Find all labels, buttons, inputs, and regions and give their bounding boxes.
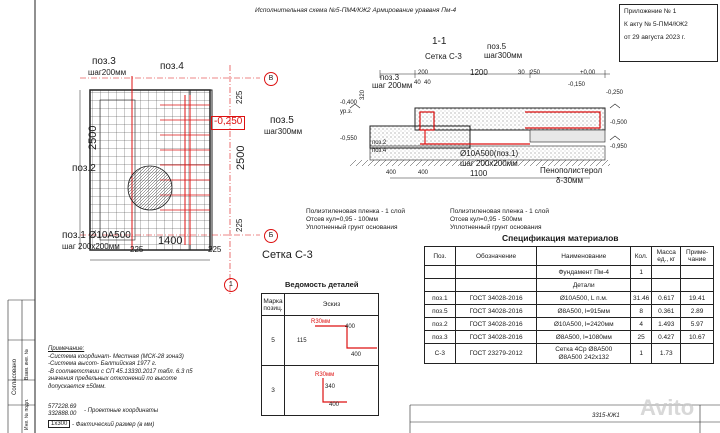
fact-size-box: 1х300 (48, 420, 71, 428)
plan-dim-225d: 225 (130, 245, 144, 254)
section-d400b: 400 (418, 170, 429, 176)
layers-left: Полиэтиленовая пленка - 1 слой Отсев кул… (306, 208, 405, 232)
appendix-stamp: Приложение № 1 К акту № 5-ПМ4/КЖ2 от 29 … (619, 4, 718, 62)
section-e500: -0,500 (610, 120, 628, 126)
section-ppst2: δ-30мм (556, 176, 584, 185)
spec-title: Спецификация материалов (502, 233, 619, 243)
section-poz3: поз.3 (380, 73, 400, 82)
plan-dim-225b: 225 (235, 218, 244, 232)
section-ppst: Пенополистерол (540, 166, 603, 175)
plan-setka: Сетка С-3 (262, 249, 313, 261)
notes-block: Примечание: -Система координат- Местная … (48, 346, 193, 390)
section-title: 1-1 (432, 36, 447, 47)
vedomost-table: Марка позиц. Эскиз 5 R30мм 400 115 400 3… (261, 293, 379, 416)
stamp-line1: Приложение № 1 (624, 8, 677, 15)
spec-h-name: Наименование (536, 246, 632, 266)
section-e000: +0,00 (580, 70, 596, 76)
spec-h-mass: Масса ед., кг (651, 246, 682, 266)
section-d320: 320 (360, 89, 366, 100)
bottom-code: 3315-КЖ1 (592, 413, 620, 419)
plan-elev: -0,250 (214, 116, 243, 127)
section-d200: 200 (418, 70, 429, 76)
plan-poz5: поз.5 (270, 115, 294, 126)
section-d10: Ø10А500(поз.1) (460, 149, 519, 158)
spec-h-pos: Поз. (424, 246, 456, 266)
section-poz4: поз.4 (372, 148, 387, 154)
plan-shag300: шаг300мм (264, 127, 303, 136)
layer-left-1: Полиэтиленовая пленка - 1 слой (306, 208, 405, 215)
section-e950: -0,950 (610, 144, 628, 150)
stamp-line2: К акту № 5-ПМ4/КЖ2 (624, 21, 688, 28)
section-poz5: поз.5 (487, 42, 507, 51)
plan-dim-2500-right: 2500 (235, 145, 247, 170)
section-poz2: поз.2 (372, 140, 387, 146)
layers-right: Полиэтиленовая пленка - 1 слой Отсев кул… (450, 208, 549, 232)
ved-h-sketch: Эскиз (284, 293, 379, 316)
spec-h-note: Приме-чание (680, 246, 714, 266)
detail3-sketch (321, 377, 347, 403)
section-shag200: шаг 200мм (372, 81, 413, 90)
axis-bubble-b: Б (264, 229, 278, 243)
axis-bubble-1: 1 (224, 278, 238, 292)
axis-bubble-v: В (264, 72, 278, 86)
plan-poz3: поз.3 (92, 56, 116, 67)
layer-left-2: Отсев кул=0,95 - 100мм (306, 216, 378, 223)
plan-dim-2500-left: 2500 (87, 125, 99, 150)
plan-poz4: поз.4 (160, 61, 184, 72)
vedomost-title: Ведомость деталей (285, 280, 359, 289)
plan-dim-225a: 225 (235, 90, 244, 104)
plan-elev-box (211, 116, 245, 130)
inv-podl-label: Инв. № подл. (24, 398, 30, 430)
drawing-title: Исполнительная схема №5-ПМ4/КЖ2 Армирова… (255, 7, 457, 14)
foundation-plan (79, 65, 260, 295)
plan-dim-225c: 225 (208, 245, 222, 254)
detail5-sketch (314, 324, 377, 349)
section-e550: -0,550 (340, 136, 358, 142)
watermark: Avito (640, 395, 695, 420)
plan-poz2: поз.2 (72, 163, 96, 174)
layer-right-1: Полиэтиленовая пленка - 1 слой (450, 208, 549, 215)
table-row: Детали (424, 278, 714, 292)
stamp-line3: от 29 августа 2023 г. (624, 34, 686, 41)
plan-shag200: шаг200мм (88, 68, 127, 77)
layer-right-2: Отсев кул=0,95 - 500мм (450, 216, 522, 223)
spec-table: Поз. Обозначение Наименование Кол. Масса… (424, 246, 714, 364)
section-d30: 30 (518, 70, 525, 76)
section-d250: 250 (530, 70, 541, 76)
section-d200x200: шаг 200х200мм (460, 159, 518, 168)
section-d1100: 1100 (470, 169, 488, 178)
section-ur: ур.з. (340, 109, 353, 115)
plan-poz1: поз.1 Ø10А500 (62, 230, 131, 241)
plan-shag200x200: шаг 200х200мм (62, 242, 120, 251)
section-d40b: 40 (424, 80, 431, 86)
section-1-1 (349, 70, 620, 179)
coord-legend: 577228.69 332888.00 (48, 404, 77, 417)
section-d400a: 400 (386, 170, 397, 176)
section-e150: -0,150 (568, 82, 586, 88)
layer-left-3: Уплотненный грунт основания (306, 224, 398, 231)
spec-h-doc: Обозначение (454, 246, 538, 266)
section-d40a: 40 (414, 80, 421, 86)
inv-label: Взам. инв. № (24, 349, 30, 380)
plan-dim-1400: 1400 (158, 235, 183, 247)
section-e400: -0,400 (340, 100, 358, 106)
layer-right-3: Уплотненный грунт основания (450, 224, 542, 231)
ved-h-mark: Марка позиц. (261, 293, 285, 316)
side-label: Согласовано (12, 358, 18, 395)
section-d1200: 1200 (470, 68, 488, 77)
section-shag300: шаг300мм (484, 51, 523, 60)
section-e250: -0,250 (606, 90, 624, 96)
spec-h-qty: Кол. (630, 246, 653, 266)
section-setka: Сетка С-3 (425, 52, 462, 61)
